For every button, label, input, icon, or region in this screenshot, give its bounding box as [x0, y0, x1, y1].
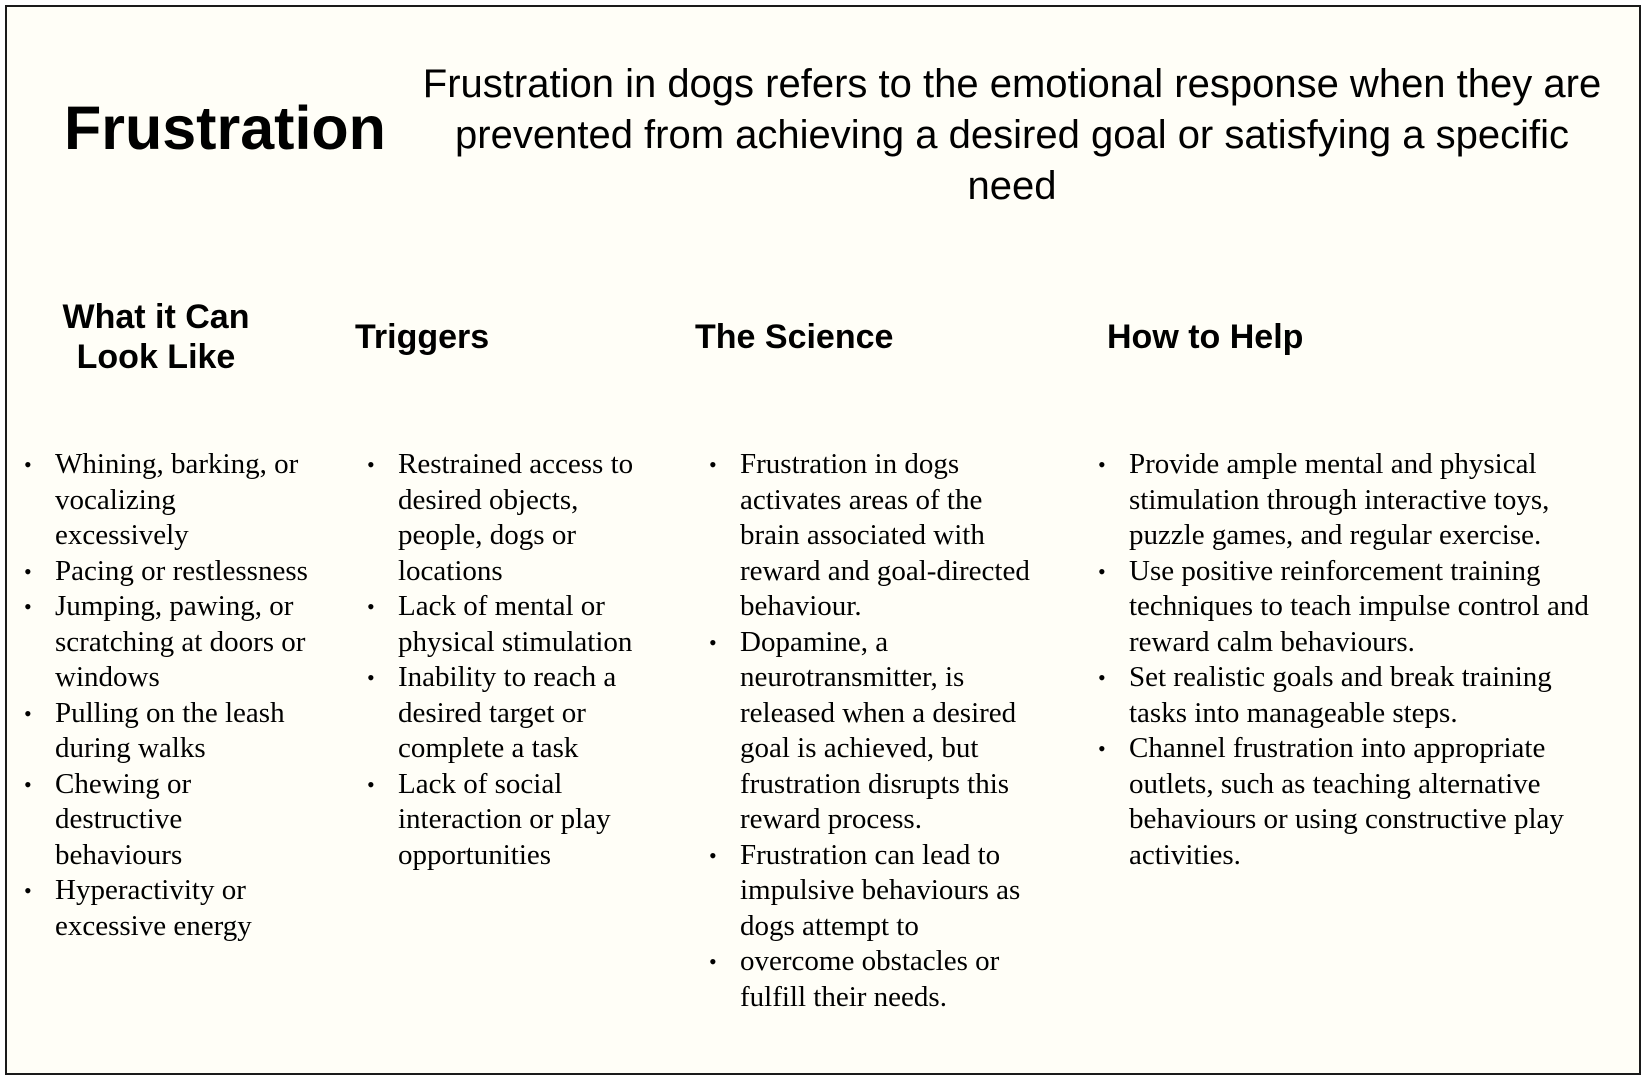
column-list-how-to-help: Provide ample mental and physical stimul…: [1083, 447, 1603, 873]
column-heading-how-to-help: How to Help: [1107, 318, 1304, 356]
column-heading-triggers: Triggers: [355, 318, 490, 356]
column-heading-science: The Science: [695, 318, 894, 356]
list-item: Pacing or restlessness: [9, 554, 314, 590]
poster-page: Frustration Frustration in dogs refers t…: [5, 5, 1641, 1075]
column-list-looks-like: Whining, barking, or vocalizing excessiv…: [9, 447, 314, 944]
list-item: Pulling on the leash during walks: [9, 696, 314, 767]
definition-text: Frustration in dogs refers to the emotio…: [422, 62, 1602, 208]
list-item: Whining, barking, or vocalizing excessiv…: [9, 447, 314, 554]
list-item: Dopamine, a neurotransmitter, is release…: [694, 625, 1040, 838]
list-item: Frustration in dogs activates areas of t…: [694, 447, 1040, 625]
list-item: Inability to reach a desired target or c…: [352, 660, 657, 767]
list-item: Use positive reinforcement training tech…: [1083, 554, 1603, 661]
list-item: Provide ample mental and physical stimul…: [1083, 447, 1603, 554]
list-item: Chewing or destructive behaviours: [9, 767, 314, 874]
list-item: Channel frustration into appropriate out…: [1083, 731, 1603, 873]
list-item: Lack of mental or physical stimulation: [352, 589, 657, 660]
list-item: Set realistic goals and break training t…: [1083, 660, 1603, 731]
list-item: overcome obstacles or fulfill their need…: [694, 944, 1040, 1015]
column-list-triggers: Restrained access to desired objects, pe…: [352, 447, 657, 873]
list-item: Hyperactivity or excessive energy: [9, 873, 314, 944]
list-item: Frustration can lead to impulsive behavi…: [694, 838, 1040, 945]
list-item: Jumping, pawing, or scratching at doors …: [9, 589, 314, 696]
list-item: Lack of social interaction or play oppor…: [352, 767, 657, 874]
list-item: Restrained access to desired objects, pe…: [352, 447, 657, 589]
page-title: Frustration: [64, 94, 386, 162]
column-heading-looks-like: What it Can Look Like: [62, 298, 250, 376]
column-list-science: Frustration in dogs activates areas of t…: [694, 447, 1040, 1015]
